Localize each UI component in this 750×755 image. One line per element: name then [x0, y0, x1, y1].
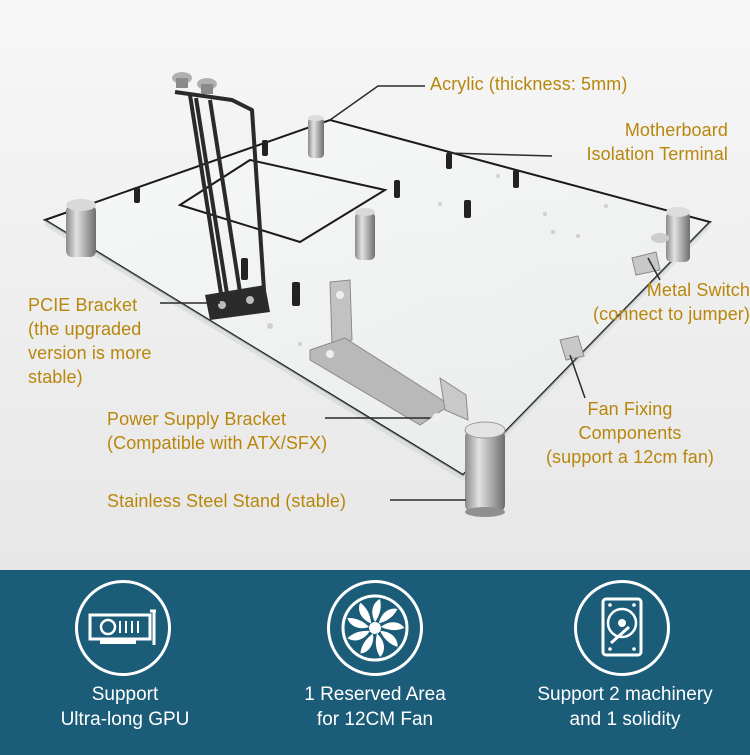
feature-banner: Support Ultra-long GPU 1 Reser [0, 570, 750, 755]
fan-icon [327, 580, 423, 676]
stand-left [66, 199, 96, 257]
stand-back [308, 115, 324, 158]
feature-drives-label: Support 2 machinery and 1 solidity [537, 684, 713, 730]
callout-acrylic: Acrylic (thickness: 5mm) [430, 74, 628, 94]
psu-bracket [309, 279, 469, 426]
feature-fan: 1 Reserved Area for 12CM Fan [250, 570, 500, 755]
callout-pcie-bracket: PCIE Bracket (the upgraded version is mo… [28, 295, 152, 387]
callout-stand: Stainless Steel Stand (stable) [107, 491, 347, 511]
product-photo: Acrylic (thickness: 5mm) Motherboard Iso… [0, 0, 750, 570]
pcie-thumbscrews [172, 72, 217, 94]
hard-drive-icon [574, 580, 670, 676]
stand-right [666, 207, 690, 262]
acrylic-bench-illustration [42, 72, 712, 517]
feature-gpu-label: Support Ultra-long GPU [60, 684, 190, 730]
isolation-terminals [134, 140, 519, 306]
feature-fan-label: 1 Reserved Area for 12CM Fan [304, 684, 446, 730]
callout-lines [160, 85, 661, 501]
pcie-bracket-base [205, 285, 270, 320]
fan-fixing-clip [559, 335, 585, 361]
callout-metal-switch: Metal Switch (connect to jumper) [593, 280, 750, 324]
stand-front [464, 421, 506, 517]
metal-switch [631, 251, 661, 276]
pcie-bracket [174, 90, 266, 301]
callout-psu-bracket: Power Supply Bracket (Compatible with AT… [107, 409, 328, 453]
gpu-card-icon [75, 580, 171, 676]
callout-fan-fixing: Fan Fixing Components (support a 12cm fa… [545, 399, 715, 467]
feature-drives: Support 2 machinery and 1 solidity [500, 570, 750, 755]
standoff-middle [355, 208, 375, 260]
callout-isolation-terminal: Motherboard Isolation Terminal [586, 120, 728, 164]
feature-gpu: Support Ultra-long GPU [0, 570, 250, 755]
